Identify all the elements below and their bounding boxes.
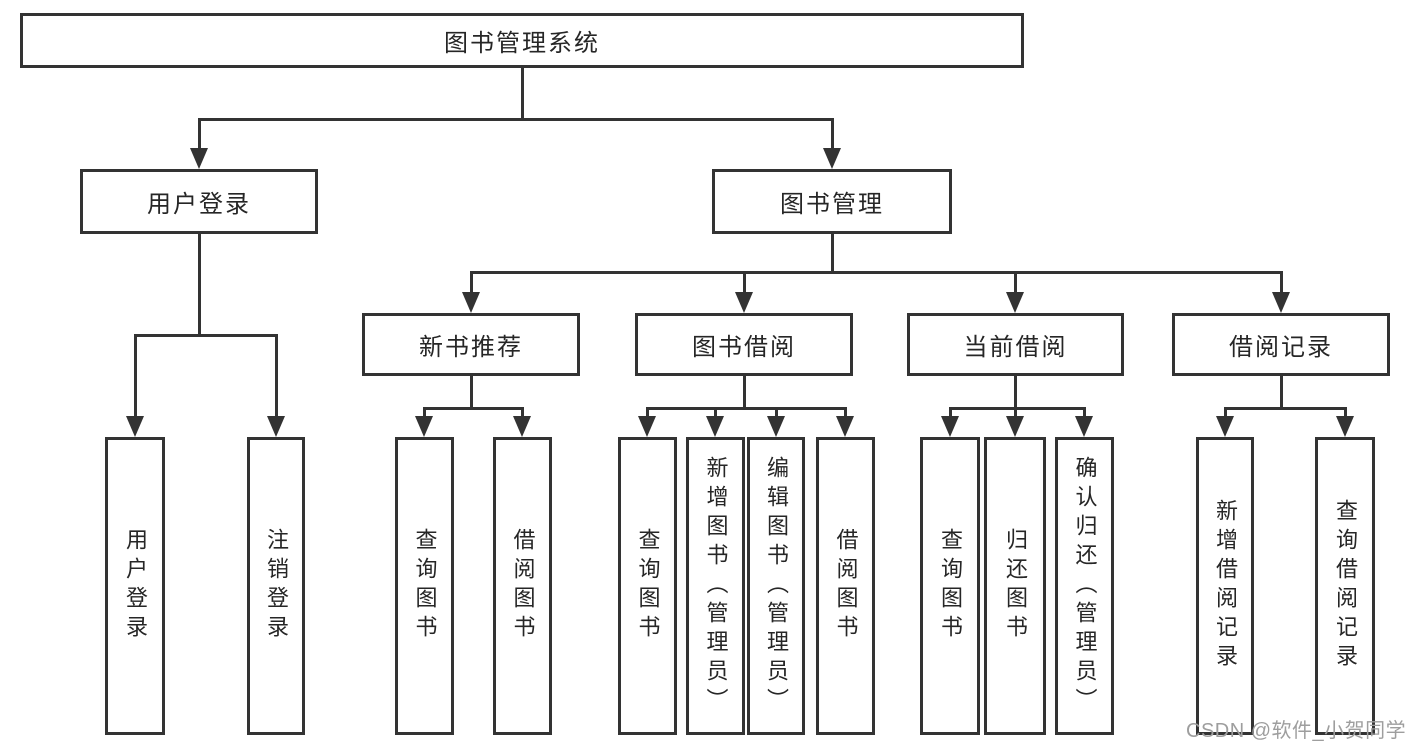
arrowhead-down-icon	[706, 416, 724, 437]
connector-line	[133, 335, 137, 419]
connector-line	[830, 234, 834, 272]
connector-line	[1082, 408, 1086, 421]
node-book-borrow: 图书借阅	[635, 313, 853, 376]
node-leaf-query-books-borrow: 查询图书	[618, 437, 677, 735]
node-leaf-query-books-recommend: 查询图书	[395, 437, 454, 735]
connector-line	[520, 68, 524, 119]
connector-line	[774, 408, 778, 421]
connector-line	[422, 408, 426, 421]
leaf-label: 用户登录	[123, 528, 148, 644]
arrowhead-down-icon	[267, 416, 285, 437]
connector-line	[742, 376, 746, 409]
arrowhead-down-icon	[836, 416, 854, 437]
arrowhead-down-icon	[415, 416, 433, 437]
connector-line	[469, 376, 473, 409]
arrowhead-down-icon	[1006, 292, 1024, 313]
arrowhead-down-icon	[1216, 416, 1234, 437]
node-leaf-borrow-books-recommend: 借阅图书	[493, 437, 552, 735]
leaf-label: 借阅图书	[510, 528, 536, 644]
node-leaf-edit-book-admin: 编辑图书（管理员）	[747, 437, 805, 735]
node-new-book-recommend: 新书推荐	[362, 313, 580, 376]
node-library-system: 图书管理系统	[20, 13, 1024, 68]
node-current-borrow: 当前借阅	[907, 313, 1124, 376]
connector-line	[133, 333, 278, 337]
connector-line	[1279, 272, 1283, 296]
connector-line	[197, 119, 201, 153]
arrowhead-down-icon	[513, 416, 531, 437]
connector-line	[645, 406, 847, 410]
connector-line	[1013, 272, 1017, 296]
leaf-label: 注销登录	[264, 528, 289, 644]
connector-line	[422, 406, 524, 410]
node-leaf-add-book-admin: 新增图书（管理员）	[686, 437, 745, 735]
arrowhead-down-icon	[190, 148, 208, 169]
leaf-label: 查询图书	[412, 528, 438, 644]
arrowhead-down-icon	[1006, 416, 1024, 437]
arrowhead-down-icon	[823, 148, 841, 169]
node-leaf-borrow-book: 借阅图书	[816, 437, 875, 735]
node-leaf-logout: 注销登录	[247, 437, 305, 735]
leaf-label: 查询借阅记录	[1333, 499, 1358, 673]
arrowhead-down-icon	[1272, 292, 1290, 313]
connector-line	[645, 408, 649, 421]
leaf-label: 查询图书	[938, 528, 963, 644]
csdn-watermark: CSDN @软件_小贺同学	[1186, 720, 1405, 742]
connector-line	[469, 270, 1283, 274]
node-leaf-query-borrow-record: 查询借阅记录	[1315, 437, 1375, 735]
arrowhead-down-icon	[1336, 416, 1354, 437]
arrowhead-down-icon	[638, 416, 656, 437]
connector-line	[1223, 406, 1347, 410]
connector-line	[830, 119, 834, 153]
connector-line	[274, 335, 278, 419]
connector-line	[1279, 376, 1283, 409]
arrowhead-down-icon	[462, 292, 480, 313]
arrowhead-down-icon	[767, 416, 785, 437]
arrowhead-down-icon	[941, 416, 959, 437]
leaf-label: 编辑图书（管理员）	[764, 455, 789, 717]
connector-line	[469, 272, 473, 296]
leaf-label: 查询图书	[635, 528, 661, 644]
connector-line	[742, 272, 746, 296]
arrowhead-down-icon	[126, 416, 144, 437]
leaf-label: 新增借阅记录	[1213, 499, 1238, 673]
node-borrow-records: 借阅记录	[1172, 313, 1390, 376]
connector-line	[1223, 408, 1227, 421]
connector-line	[843, 408, 847, 421]
connector-line	[1343, 408, 1347, 421]
connector-line	[520, 408, 524, 421]
node-leaf-user-login: 用户登录	[105, 437, 165, 735]
connector-line	[197, 232, 201, 336]
node-leaf-confirm-return-admin: 确认归还（管理员）	[1055, 437, 1114, 735]
node-user-login: 用户登录	[80, 169, 318, 234]
connector-line	[197, 117, 834, 121]
leaf-label: 新增图书（管理员）	[703, 455, 729, 717]
arrowhead-down-icon	[735, 292, 753, 313]
node-book-management: 图书管理	[712, 169, 952, 234]
connector-line	[713, 408, 717, 421]
connector-line	[1013, 376, 1017, 409]
leaf-label: 借阅图书	[833, 528, 859, 644]
leaf-label: 确认归还（管理员）	[1072, 455, 1098, 717]
node-leaf-return-book: 归还图书	[984, 437, 1046, 735]
connector-line	[948, 406, 1086, 410]
node-leaf-query-books-current: 查询图书	[920, 437, 980, 735]
connector-line	[948, 408, 952, 421]
node-leaf-add-borrow-record: 新增借阅记录	[1196, 437, 1254, 735]
arrowhead-down-icon	[1075, 416, 1093, 437]
leaf-label: 归还图书	[1003, 528, 1028, 644]
connector-line	[1013, 408, 1017, 421]
